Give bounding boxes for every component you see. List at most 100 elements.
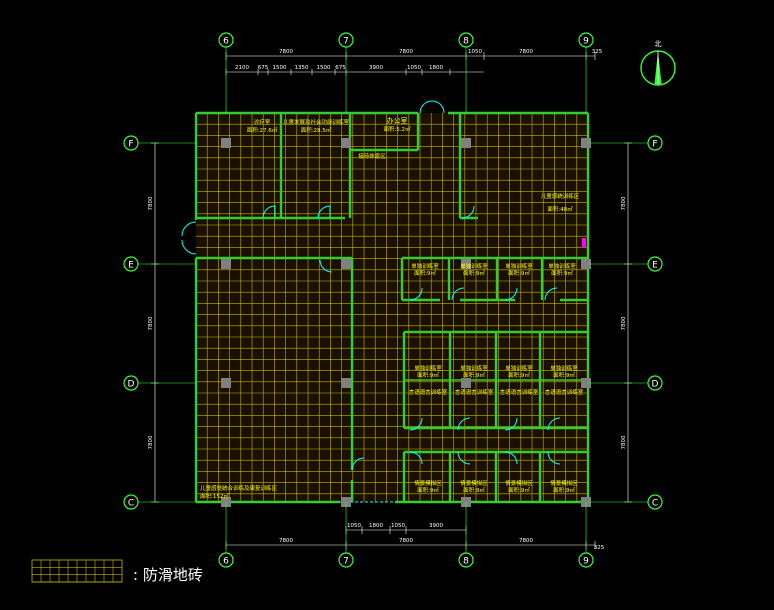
room-area: 面积:9㎡ xyxy=(551,269,573,277)
axis-label: 8 xyxy=(463,557,469,567)
axis-label: 7 xyxy=(343,37,349,47)
door-swing-icon xyxy=(457,417,471,431)
legend xyxy=(31,559,123,583)
dimension-text: 7800 xyxy=(148,316,154,330)
dimension-text: 325 xyxy=(592,49,603,55)
axis-label: 8 xyxy=(463,37,469,47)
room-name: 言语语言训练室 xyxy=(500,388,539,396)
room-area: 面积:9㎡ xyxy=(508,486,530,494)
column xyxy=(221,138,231,148)
dimension-text: 1500 xyxy=(273,65,287,71)
room-name: 情景模拟区 xyxy=(460,479,488,487)
door-swing-icon xyxy=(409,451,423,465)
dimension-text: 1050 xyxy=(468,49,482,55)
axis-label: C xyxy=(652,499,658,509)
room-area: 面积:5.2㎡ xyxy=(383,125,411,133)
doors xyxy=(181,100,586,503)
dimension-text: 1800 xyxy=(369,523,383,529)
door-swing-icon xyxy=(457,451,471,465)
door-swing-icon xyxy=(409,417,423,431)
column xyxy=(221,259,231,269)
dimension-text: 7800 xyxy=(621,196,627,210)
dimension-text: 7800 xyxy=(621,316,627,330)
room-area: 面积:9㎡ xyxy=(553,486,575,494)
dimension-text: 1800 xyxy=(429,65,443,71)
room-name: 单独训练室 xyxy=(548,262,576,270)
dimension-text: 7800 xyxy=(148,435,154,449)
door-swing-icon xyxy=(544,287,558,301)
room-name: 单独训练室 xyxy=(414,364,442,372)
room-name: 情景模拟区 xyxy=(550,479,578,487)
room-area: 面积:9㎡ xyxy=(414,269,436,277)
north-arrow-icon: 北 xyxy=(640,40,676,86)
floor-fill xyxy=(196,113,588,502)
axis-label: F xyxy=(128,140,133,150)
dimension-text: 1050 xyxy=(347,523,361,529)
room-area: 面积:9㎡ xyxy=(463,486,485,494)
room-area: 面积:28.5㎡ xyxy=(301,126,332,134)
room-name: 言语语言训练室 xyxy=(409,388,448,396)
dimension-text: 7800 xyxy=(621,435,627,449)
room-area: 面积:9㎡ xyxy=(463,371,485,379)
legend-swatch-grid xyxy=(32,560,122,583)
marker xyxy=(582,238,586,248)
door-swing-icon xyxy=(504,417,518,431)
room-labels: 诊疗室 面积:27.6㎡ 儿童发展及社会功能训练室 面积:28.5㎡ 办公室 面… xyxy=(200,116,584,500)
column xyxy=(341,259,351,269)
door-swing-icon xyxy=(351,457,365,471)
north-label: 北 xyxy=(655,40,662,48)
room-name: 单独训练室 xyxy=(460,262,488,270)
legend-label: : 防滑地砖 xyxy=(133,566,203,584)
axis-label: 7 xyxy=(343,557,349,567)
dimension-text: 7800 xyxy=(148,196,154,210)
room-name: 诊疗室 xyxy=(254,118,271,126)
anti-slip-tile-grid xyxy=(196,113,588,502)
dimension-text: 7800 xyxy=(519,49,533,55)
dimension-text: 675 xyxy=(258,65,269,71)
axis-label: D xyxy=(652,380,659,390)
axis-label: 6 xyxy=(223,37,229,47)
column xyxy=(461,259,471,269)
room-name: 言语语言训练室 xyxy=(545,388,584,396)
dimension-text: 325 xyxy=(594,545,605,551)
dimension-text: 3900 xyxy=(429,523,443,529)
room-area: 面积:9㎡ xyxy=(508,371,530,379)
door-swing-icon xyxy=(504,451,518,465)
axis-label: D xyxy=(128,380,135,390)
column xyxy=(341,378,351,388)
axis-label: C xyxy=(128,499,134,509)
room-name: 儿童感觉统合训练及康复训练区 xyxy=(200,484,278,492)
axis-label: 6 xyxy=(223,557,229,567)
room-name: 单独训练室 xyxy=(550,364,578,372)
door-swing-icon xyxy=(451,287,465,301)
door-swing-icon xyxy=(547,417,561,431)
room-area: 面积:9㎡ xyxy=(508,269,530,277)
room-area: 面积:152㎡ xyxy=(200,492,229,500)
room-name: 单独训练室 xyxy=(460,364,488,372)
dimension-text: 7800 xyxy=(399,538,413,544)
room-name: 情景模拟区 xyxy=(414,479,442,487)
room-name: 儿童感统训练区 xyxy=(541,192,580,200)
dimension-text: 1500 xyxy=(317,65,331,71)
column xyxy=(581,138,591,148)
door-swing-icon xyxy=(317,205,331,219)
dimension-text: 1350 xyxy=(295,65,309,71)
dimension-text: 1050 xyxy=(407,65,421,71)
dimension-text: 3900 xyxy=(369,65,383,71)
column xyxy=(581,378,591,388)
room-name: 单独训练室 xyxy=(505,364,533,372)
walls xyxy=(194,111,590,504)
column xyxy=(461,378,471,388)
dimension-text: 7800 xyxy=(279,538,293,544)
door-swing-icon xyxy=(504,287,518,301)
door-swing-icon xyxy=(262,205,276,219)
door-swing-icon xyxy=(419,100,445,114)
axis-label: F xyxy=(652,140,657,150)
axis-label: E xyxy=(128,261,134,271)
door-swing-icon xyxy=(319,259,333,273)
door-swing-icon xyxy=(547,451,561,465)
room-area: 面积:9㎡ xyxy=(463,269,485,277)
